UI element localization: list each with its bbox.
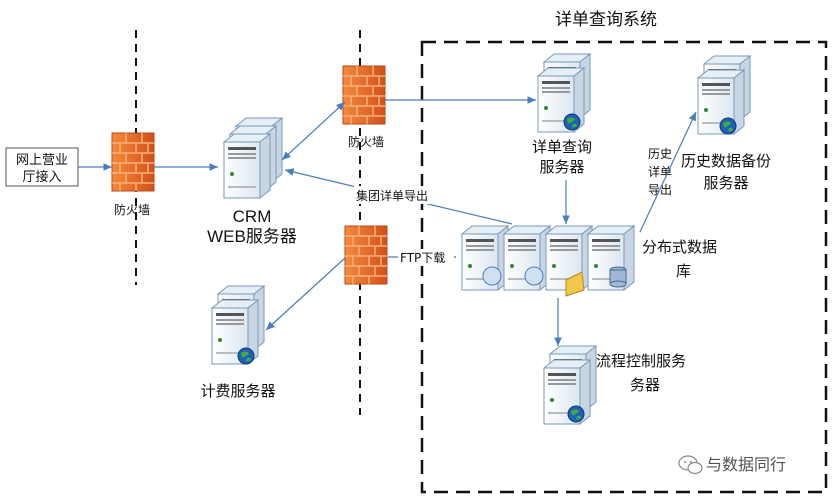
group-export-label: 集团详单导出 [356, 188, 428, 203]
crm-server-icon [223, 117, 283, 199]
arrow-db-to-backup [639, 111, 697, 233]
query-server-line2: 服务器 [539, 158, 584, 176]
query-system-boundary [420, 40, 828, 494]
backup-server-icon [697, 55, 751, 135]
online-access-line2: 厅接入 [22, 169, 61, 185]
backup-server-line1: 历史数据备份 [681, 152, 771, 170]
top-firewall-icon [342, 65, 386, 125]
distributed-db-icon [461, 225, 635, 297]
online-access-node[interactable]: 网上营业 厅接入 [5, 147, 79, 187]
ftp-download-label: FTP下载 [400, 251, 445, 265]
system-title: 详单查询系统 [555, 10, 657, 30]
billing-server-icon [211, 285, 265, 365]
distributed-db-line2: 库 [676, 262, 691, 280]
flow-server-line2: 务器 [630, 376, 660, 394]
crm-label-line1: CRM [233, 207, 272, 226]
left-firewall-label: 防火墙 [114, 202, 150, 217]
billing-server-label: 计费服务器 [200, 382, 275, 400]
flow-server-line1: 流程控制服务 [596, 352, 686, 370]
wechat-icon [678, 455, 703, 475]
left-firewall-icon [111, 132, 155, 192]
watermark-text: 与数据同行 [706, 455, 786, 474]
backup-link-line1: 历史 [648, 147, 672, 161]
query-server-icon [537, 53, 591, 133]
online-access-line1: 网上营业 [16, 153, 68, 168]
distributed-db-line1: 分布式数据 [642, 238, 717, 256]
backup-server-line2: 服务器 [703, 174, 748, 192]
top-firewall-label: 防火墙 [348, 134, 384, 149]
arrow-fw-to-billing [265, 257, 346, 331]
query-server-line1: 详单查询 [532, 138, 592, 156]
flow-server-icon [543, 345, 597, 425]
bottom-firewall-icon [344, 225, 388, 285]
arrow-crm-to-topfw [281, 101, 346, 161]
crm-label-line2: WEB服务器 [207, 227, 297, 246]
